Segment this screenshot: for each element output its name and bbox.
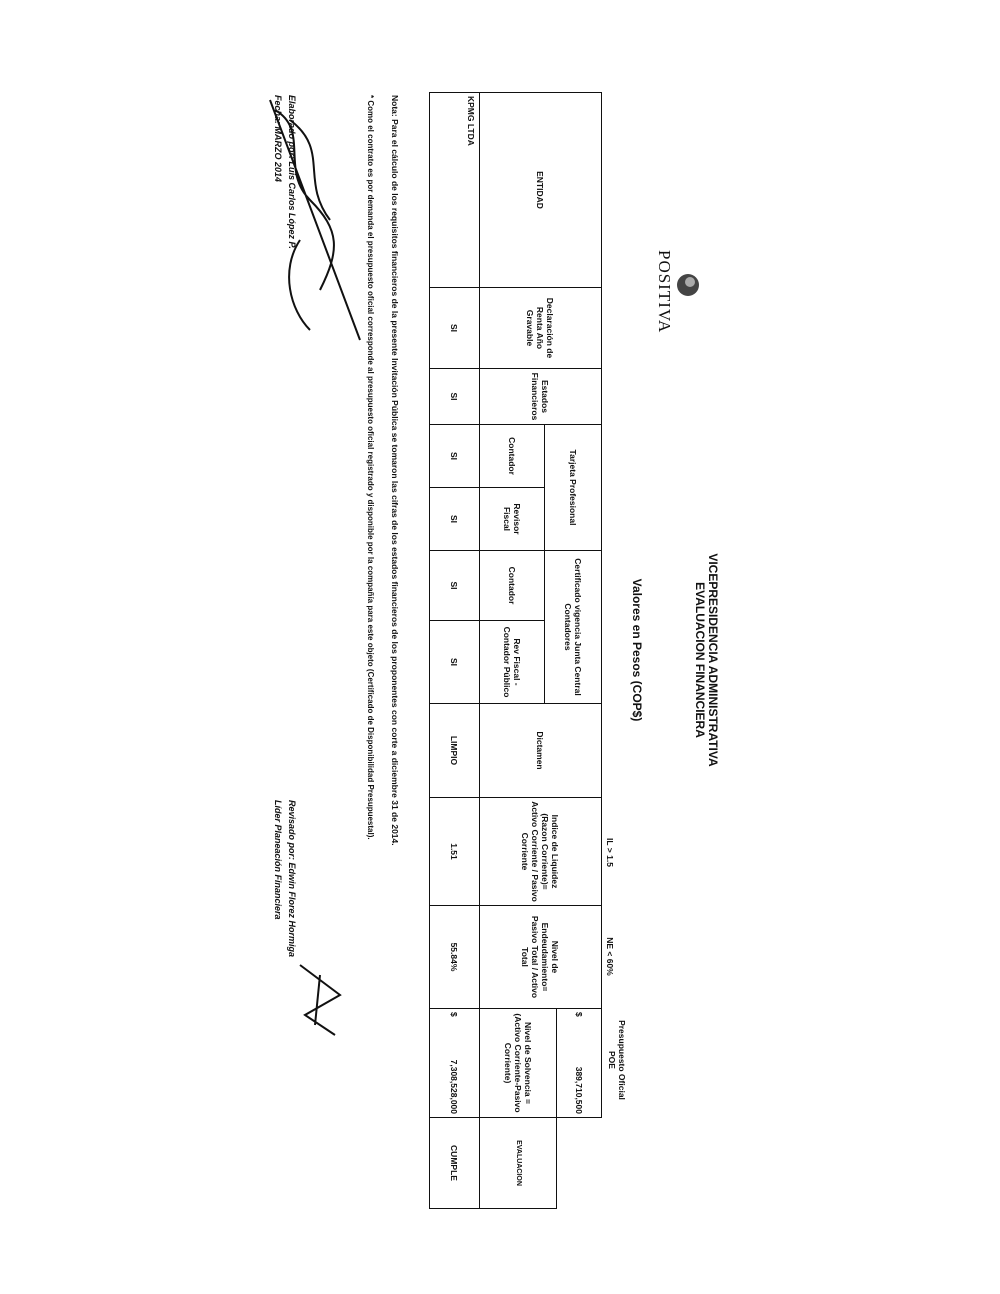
header-indice: Indice de Liquidez (Razon Corriente)= Ac… bbox=[479, 797, 602, 906]
il-threshold-label: IL > 1.5 bbox=[605, 838, 615, 867]
signature-elaborado bbox=[269, 99, 361, 341]
cell-estados: SI bbox=[429, 368, 480, 425]
cell-declaracion: SI bbox=[429, 287, 480, 369]
cell-tarjeta-contador: SI bbox=[429, 424, 480, 488]
cell-nivel: 55.84% bbox=[429, 905, 480, 1009]
header-certificado: Certificado vigencia Junta Central Conta… bbox=[544, 550, 602, 704]
logo-text: POSITIVA bbox=[655, 250, 674, 334]
fecha: Fecha: MARZO 2014 bbox=[273, 95, 283, 183]
header-cert-contador: Contador bbox=[479, 550, 545, 621]
cell-evaluacion: CUMPLE bbox=[429, 1117, 480, 1209]
cargo: Líder Planeación Financiera bbox=[273, 800, 283, 920]
revisado-por: Revisado por: Edwin Florez Hormiga bbox=[287, 800, 297, 958]
cell-dictamen: LIMPIO bbox=[429, 703, 480, 798]
solvencia-value: 7,308,528,000 bbox=[449, 1059, 460, 1114]
table-row: KPMG LTDA SI SI SI SI SI SI LIMPIO 1.51 … bbox=[429, 92, 480, 1209]
nota-text: Nota: Para el cálculo de los requisitos … bbox=[390, 95, 400, 846]
solvencia-currency: $ bbox=[449, 1012, 460, 1017]
budget-value: 389,710,500 bbox=[574, 1066, 584, 1114]
header-estados: Estados Financieros bbox=[479, 368, 602, 425]
cell-entidad: KPMG LTDA bbox=[429, 92, 480, 288]
budget-currency: $ bbox=[574, 1012, 584, 1017]
title-line1: VICEPRESIDENCIA ADMINISTRATIVA bbox=[706, 553, 720, 767]
budget-label: Presupuesto Oficial POE bbox=[607, 1020, 627, 1100]
header-tarjeta-revisor: Revisor Fiscal bbox=[479, 487, 545, 551]
positiva-logo: POSITIVA bbox=[650, 250, 700, 334]
header-tarjeta: Tarjeta Profesional bbox=[544, 424, 602, 551]
header-entidad: ENTIDAD bbox=[479, 92, 602, 288]
logo-globe-icon bbox=[677, 274, 699, 296]
ne-threshold-label: NE < 60% bbox=[605, 937, 615, 976]
cell-solvencia: $7,308,528,000 bbox=[429, 1008, 480, 1118]
currency-note: Valores en Pesos (COP$) bbox=[630, 578, 644, 722]
title-line2: EVALUACION FINANCIERA bbox=[693, 582, 707, 738]
cell-cert-revisor: SI bbox=[429, 620, 480, 704]
header-cert-revisor: Rev Fiscal - Contador Público bbox=[479, 620, 545, 704]
evaluation-table: ENTIDAD Declaración de Renta Año Gravabl… bbox=[429, 92, 602, 1209]
header-nivel: Nivel de Endeudamiento= Pasivo Total / A… bbox=[479, 905, 602, 1009]
budget-cell: $389,710,500 bbox=[556, 1008, 602, 1118]
cell-tarjeta-revisor: SI bbox=[429, 487, 480, 551]
header-evaluacion: EVALUACION bbox=[479, 1117, 557, 1209]
elaborado-por: Elaborado por: Luis Carlos López P. bbox=[287, 95, 297, 249]
header-solvencia: Nivel de Solvencia = (Activo Corriente-P… bbox=[479, 1008, 557, 1118]
header-dictamen: Dictamen bbox=[479, 703, 602, 798]
cell-cert-contador: SI bbox=[429, 550, 480, 621]
cell-indice: 1.51 bbox=[429, 797, 480, 906]
header-declaracion: Declaración de Renta Año Gravable bbox=[479, 287, 602, 369]
signature-revisado bbox=[299, 964, 342, 1036]
header-tarjeta-contador: Contador bbox=[479, 424, 545, 488]
